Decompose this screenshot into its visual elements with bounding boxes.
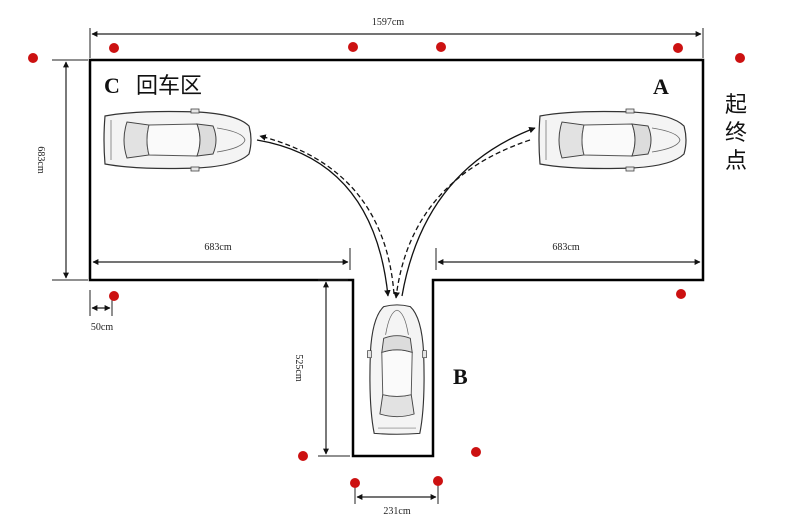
label-left-height: 683cm xyxy=(35,146,46,173)
path-b-to-a-solid xyxy=(401,127,536,297)
marker-dot xyxy=(676,289,686,299)
path-a-to-b-dashed xyxy=(393,139,531,299)
path-b-to-c-dashed xyxy=(259,134,395,295)
marker-dot xyxy=(673,43,683,53)
car-b xyxy=(366,304,428,435)
marker-dot xyxy=(109,43,119,53)
label-total-width: 1597cm xyxy=(372,17,404,28)
boundary-markers xyxy=(28,42,745,488)
path-c-to-b-solid xyxy=(256,139,391,297)
maneuver-paths xyxy=(256,127,536,299)
dimension-total-width: 1597cm xyxy=(89,14,704,58)
start-end-char-1: 起 xyxy=(725,93,747,118)
marker-dot xyxy=(348,42,358,52)
zone-c-name: 回车区 xyxy=(136,74,202,99)
zone-b-letter: B xyxy=(453,364,468,389)
marker-dot xyxy=(298,451,308,461)
zone-a-letter: A xyxy=(653,74,669,99)
start-end-label: 起 终 点 xyxy=(725,93,747,174)
label-right-arm: 683cm xyxy=(552,242,579,253)
dimension-stem-depth: 525cm xyxy=(293,279,350,457)
dimension-stem-width: 231cm xyxy=(354,480,439,517)
car-c xyxy=(103,108,252,172)
marker-dot xyxy=(433,476,443,486)
marker-dot xyxy=(436,42,446,52)
marker-dot xyxy=(735,53,745,63)
dimension-right-arm: 683cm xyxy=(435,242,701,270)
marker-dot xyxy=(350,478,360,488)
marker-dot xyxy=(109,291,119,301)
car-a xyxy=(538,108,687,172)
start-end-char-3: 点 xyxy=(725,149,747,174)
marker-dot xyxy=(471,447,481,457)
marker-dot xyxy=(28,53,38,63)
label-stem-depth: 525cm xyxy=(293,354,304,381)
label-stem-width: 231cm xyxy=(383,506,410,517)
course-outline xyxy=(88,58,705,458)
zone-c-letter: C xyxy=(104,73,120,98)
label-left-arm: 683cm xyxy=(204,242,231,253)
dimension-left-arm: 683cm xyxy=(92,242,351,270)
dimension-left-height: 683cm xyxy=(35,59,88,281)
label-offset: 50cm xyxy=(91,322,113,333)
start-end-char-2: 终 xyxy=(725,121,747,146)
